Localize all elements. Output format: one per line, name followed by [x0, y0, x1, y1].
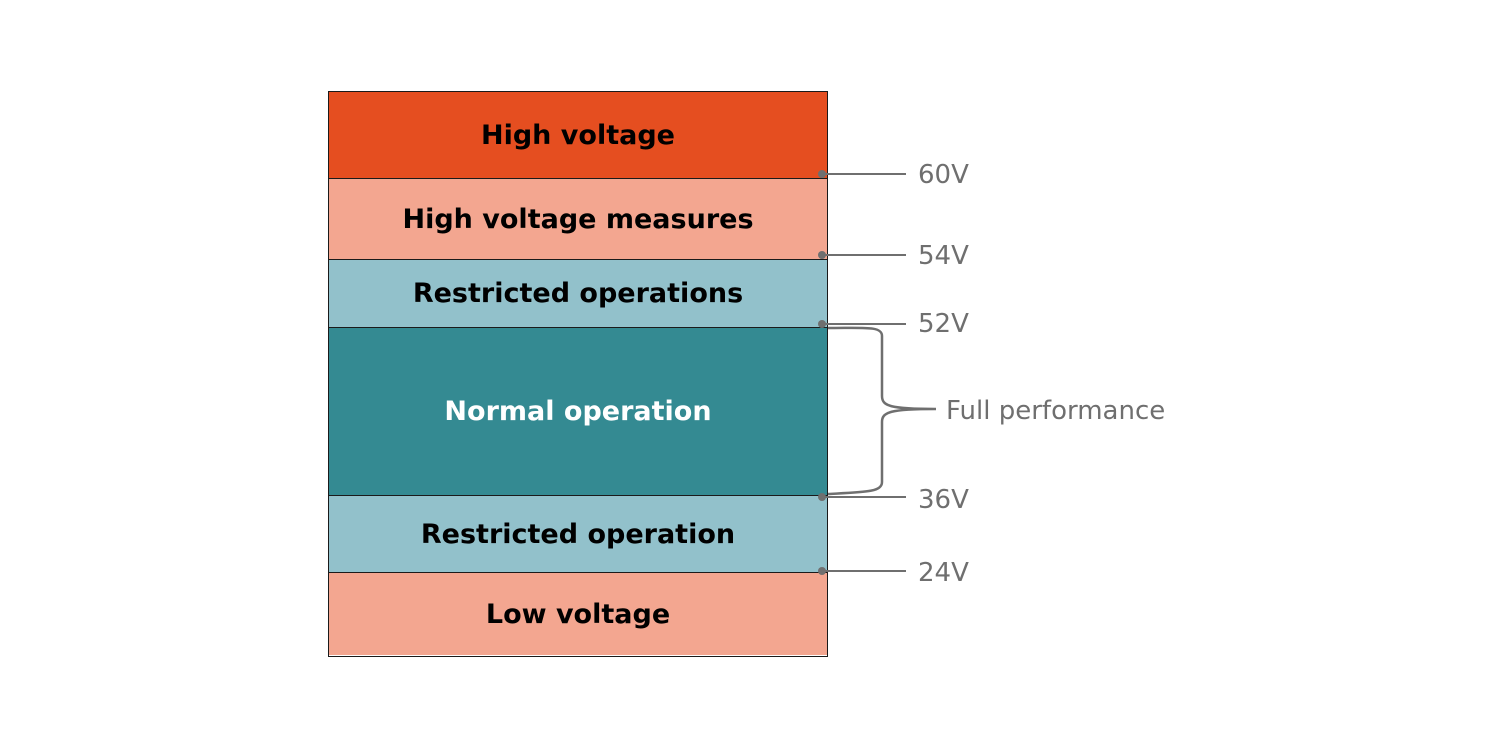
threshold-label-36v: 36V — [918, 485, 969, 515]
band-restricted-operation: Restricted operation — [329, 495, 827, 572]
band-normal-operation: Normal operation — [329, 327, 827, 495]
band-label-low-voltage: Low voltage — [485, 598, 671, 630]
brace-label-full-performance: Full performance — [946, 396, 1165, 426]
threshold-54v: 54V — [818, 241, 969, 271]
voltage-band-stack: High voltage High voltage measures Restr… — [328, 91, 828, 657]
threshold-label-60v: 60V — [918, 160, 969, 190]
band-high-voltage-measures: High voltage measures — [329, 178, 827, 259]
band-low-voltage: Low voltage — [329, 572, 827, 655]
band-restricted-operations: Restricted operations — [329, 259, 827, 327]
band-label-restricted-operations: Restricted operations — [412, 278, 744, 309]
threshold-24v: 24V — [818, 558, 969, 588]
band-label-restricted-operation: Restricted operation — [420, 518, 736, 550]
band-high-voltage: High voltage — [329, 92, 827, 178]
band-label-high-voltage-measures: High voltage measures — [402, 203, 754, 235]
threshold-36v: 36V — [818, 485, 969, 515]
curly-brace — [827, 326, 937, 496]
threshold-label-24v: 24V — [918, 558, 969, 588]
threshold-label-54v: 54V — [918, 241, 969, 271]
threshold-60v: 60V — [818, 160, 969, 190]
threshold-52v: 52V — [818, 309, 969, 339]
band-label-normal-operation: Normal operation — [444, 396, 712, 427]
band-label-high-voltage: High voltage — [481, 119, 675, 151]
threshold-label-52v: 52V — [918, 309, 969, 339]
